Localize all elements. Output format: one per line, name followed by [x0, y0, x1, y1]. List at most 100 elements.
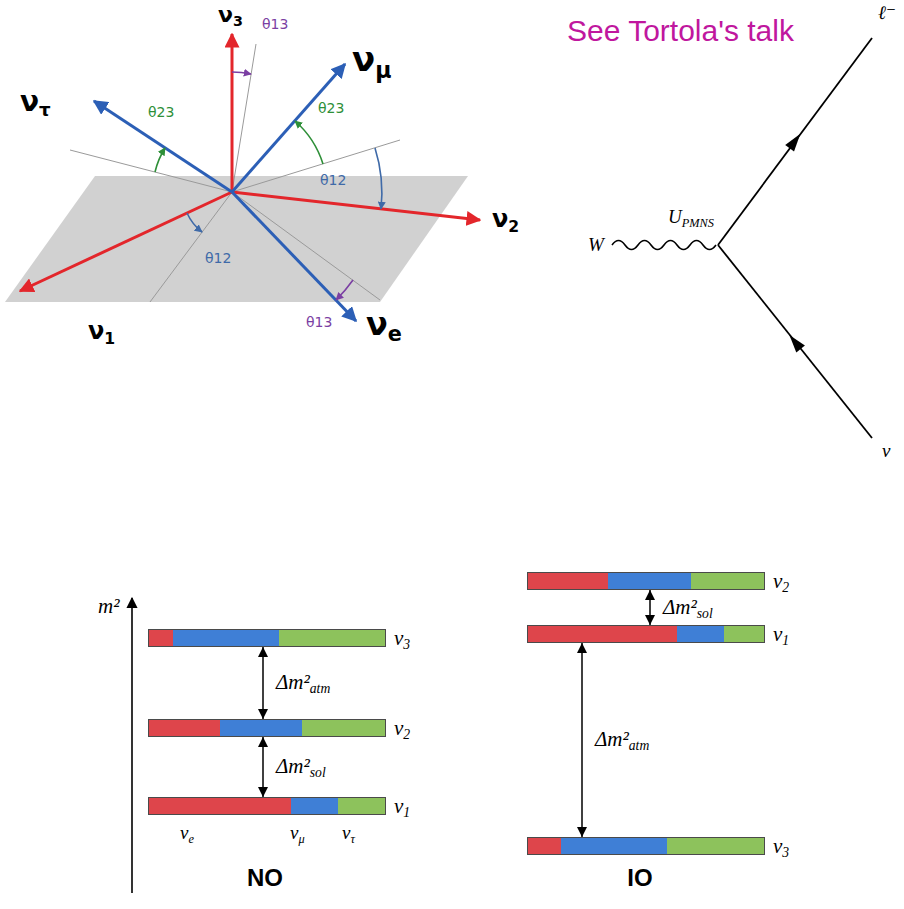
subscript: atm [629, 739, 649, 754]
flavour-segment [338, 798, 385, 814]
flavour-segment [279, 630, 385, 646]
mass-state-label: ν3 [394, 626, 410, 650]
flavour-segment [173, 630, 279, 646]
flavour-label: νμ [290, 822, 305, 844]
angle-label: θ13 [306, 314, 332, 330]
mass-axis [231, 34, 234, 192]
reference-line [232, 192, 380, 300]
flavour-segment [149, 798, 291, 814]
flavour-axis [232, 192, 356, 321]
angle-label: θ23 [318, 100, 344, 116]
mass-bar: ν3 [527, 837, 765, 855]
angle-label: θ12 [320, 172, 346, 188]
mass-bar: ν1 [527, 625, 765, 643]
splitting-arrow [649, 590, 651, 625]
symbol: ν [492, 205, 508, 233]
particle-label: ν [882, 440, 890, 462]
fermion-arrow [785, 332, 805, 353]
flavour-segment [691, 573, 764, 589]
subscript: 3 [233, 13, 243, 29]
angle-arc [375, 148, 382, 209]
splitting-label: Δm²atm [595, 727, 649, 752]
symbol: ν [366, 305, 388, 343]
reference-line [70, 150, 232, 192]
symbol: ν [20, 85, 39, 118]
flavour-segment [528, 573, 608, 589]
ordering-title: IO [627, 864, 652, 892]
axis-label: ντ [20, 86, 51, 118]
mass-state-label: ν2 [773, 569, 789, 593]
flavour-segment [724, 626, 764, 642]
subscript: τ [350, 832, 354, 846]
symbol: ν [290, 822, 298, 843]
subscript: 1 [403, 805, 410, 820]
flavour-segment [149, 720, 220, 736]
feynman-diagram [612, 38, 872, 438]
mass-axis [20, 192, 232, 291]
symbol: ν [180, 822, 188, 843]
splitting-arrow [262, 737, 264, 797]
axis-label: νμ [352, 40, 391, 79]
subscript: 2 [508, 218, 519, 236]
flavour-axis [94, 101, 232, 192]
angle-arc [336, 280, 353, 300]
symbol: ν [342, 822, 350, 843]
ordering-title: NO [247, 864, 283, 892]
splitting-label: Δm²sol [276, 754, 326, 779]
angle-arc [187, 213, 202, 232]
mass-state-label: ν2 [394, 716, 410, 740]
flavour-segment [220, 720, 303, 736]
particle-label: ℓ⁻ [878, 2, 896, 24]
subscript: sol [697, 606, 713, 621]
flavour-label: ντ [342, 822, 355, 844]
symbol: Δm² [663, 595, 697, 619]
symbol: Δm² [276, 754, 310, 778]
subscript: 1 [782, 633, 789, 648]
symbol: ν [394, 794, 403, 818]
subscript: μ [375, 57, 391, 83]
symbol: ν [352, 39, 375, 79]
splitting-label: Δm²sol [663, 595, 713, 620]
angle-label: θ12 [205, 250, 231, 266]
axes [20, 34, 480, 321]
flavour-segment [667, 838, 764, 854]
fermion-arrow [785, 130, 805, 151]
subscript: PMNS [682, 216, 714, 230]
mass-bar: ν2 [148, 719, 386, 737]
subscript: 1 [104, 330, 115, 348]
mass-bar: ν2 [527, 572, 765, 590]
axis-label: νe [366, 306, 402, 343]
subscript: 3 [782, 845, 789, 860]
symbol: ν [773, 622, 782, 646]
symbol: ν [773, 569, 782, 593]
mass-state-label: ν3 [773, 834, 789, 858]
subscript: e [388, 322, 402, 346]
angle-arc [155, 148, 165, 172]
subscript: e [188, 832, 193, 846]
flavour-segment [561, 838, 667, 854]
axis-label: ν1 [88, 318, 115, 346]
flavour-segment [528, 838, 561, 854]
mass-squared-axis [131, 598, 133, 893]
note: See Tortola's talk [567, 14, 794, 49]
splitting-arrow [262, 647, 264, 719]
symbol: ν [88, 317, 104, 345]
vertex-label: UPMNS [668, 206, 714, 228]
reference-lines [70, 44, 400, 302]
angle-label: θ13 [262, 16, 288, 32]
axis-title: m² [98, 594, 119, 618]
subscript: 2 [782, 580, 789, 595]
splitting-label: Δm²atm [276, 670, 330, 695]
symbol: U [668, 206, 682, 227]
symbol: Δm² [595, 727, 629, 751]
subscript: 3 [403, 637, 410, 652]
angle-arc [295, 121, 323, 164]
symbol: ν [394, 626, 403, 650]
symbol: Δm² [276, 670, 310, 694]
splitting-arrow [581, 643, 583, 837]
flavour-segment [608, 573, 691, 589]
flavour-segment [291, 798, 338, 814]
